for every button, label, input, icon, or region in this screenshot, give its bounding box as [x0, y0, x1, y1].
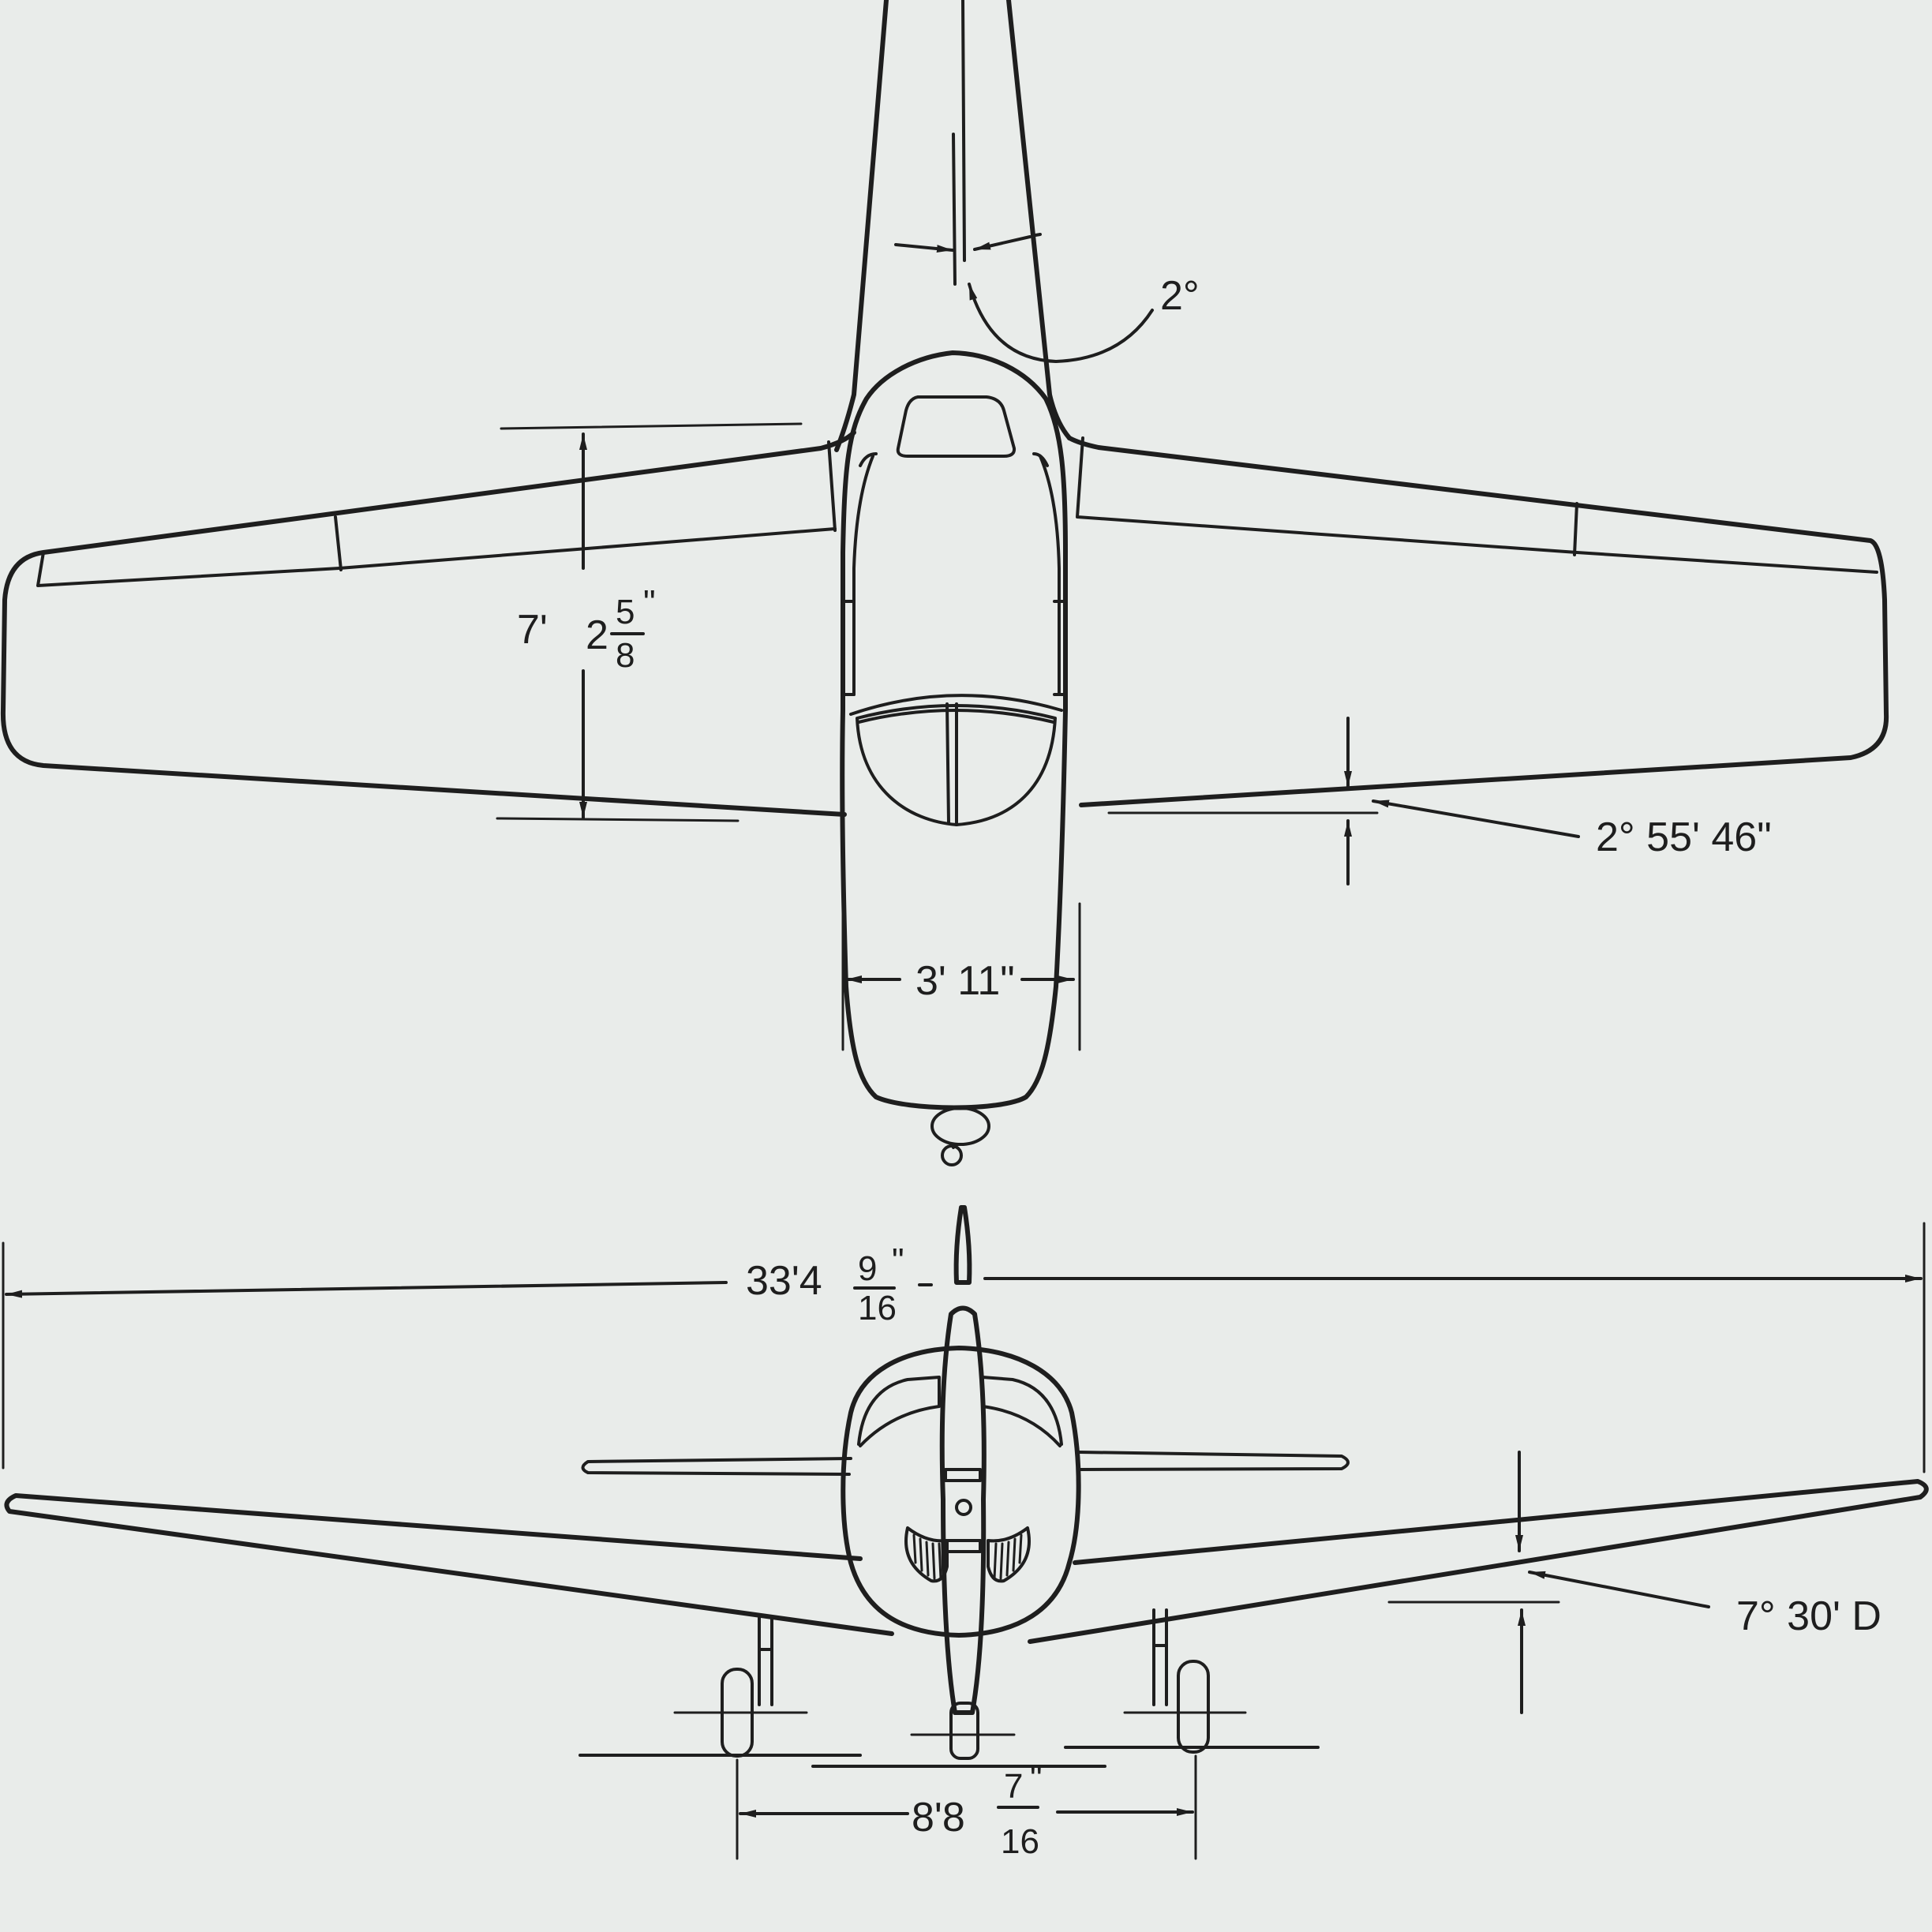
- horizontal-stabilizer: [581, 1451, 1350, 1476]
- canopy: [849, 694, 1063, 826]
- wing-chord-whole: 2: [586, 612, 608, 658]
- left-landing-gear: [673, 1616, 808, 1758]
- wingspan-unit: ": [892, 1241, 904, 1280]
- right-landing-gear: [1123, 1608, 1247, 1754]
- stabilizer-angle-dimension: 2°: [894, 133, 1200, 363]
- wingspan-main: 33'4: [746, 1258, 822, 1304]
- wheel-track-denominator: 16: [1001, 1822, 1039, 1861]
- wingspan-dimension: 33'4 9 16 ": [2, 1222, 1926, 1473]
- ground-lines: [578, 1746, 1320, 1768]
- front-fuselage-outline: [841, 1346, 1081, 1638]
- fuselage-width-dimension: 3' 11": [841, 902, 1081, 1051]
- top-view: 2° 7' 2 5 8 " 2° 55' 46": [0, 0, 1889, 1166]
- dihedral-dimension: 7° 30' D: [1387, 1451, 1881, 1714]
- dihedral-label: 7° 30' D: [1736, 1593, 1881, 1639]
- fuselage-width-label: 3' 11": [915, 958, 1015, 1004]
- wing-chord-denominator: 8: [616, 636, 635, 675]
- wing-chord-numerator: 5: [616, 593, 635, 631]
- propeller: [939, 1205, 987, 1715]
- front-wing-outline: [4, 1479, 1929, 1644]
- wing-chord-feet: 7': [517, 607, 548, 653]
- wing-incidence-label: 2° 55' 46": [1596, 814, 1772, 860]
- wheel-track-dimension: 8'8 7 16 ": [736, 1754, 1197, 1861]
- front-view: 33'4 9 16 " 7° 30' D 8'8 7 16 ": [2, 1205, 1929, 1861]
- nose-spinner: [930, 1106, 990, 1166]
- stabilizer-angle-label: 2°: [1160, 273, 1200, 319]
- right-wing-outline: [1067, 436, 1889, 807]
- wheel-track-unit: ": [1030, 1759, 1043, 1798]
- air-intake-grill: [904, 1526, 1031, 1583]
- windshield: [841, 395, 1067, 696]
- wheel-track-numerator: 7: [1004, 1767, 1023, 1806]
- nose-gear: [910, 1702, 1016, 1760]
- wing-chord-unit: ": [643, 583, 656, 622]
- wing-chord-dimension: 7' 2 5 8 ": [496, 422, 803, 822]
- left-wing-outline: [0, 430, 856, 817]
- wheel-track-main: 8'8: [912, 1795, 965, 1840]
- wingspan-denominator: 16: [858, 1289, 897, 1327]
- wingspan-numerator: 9: [858, 1249, 877, 1288]
- wing-incidence-dimension: 2° 55' 46": [1107, 717, 1772, 886]
